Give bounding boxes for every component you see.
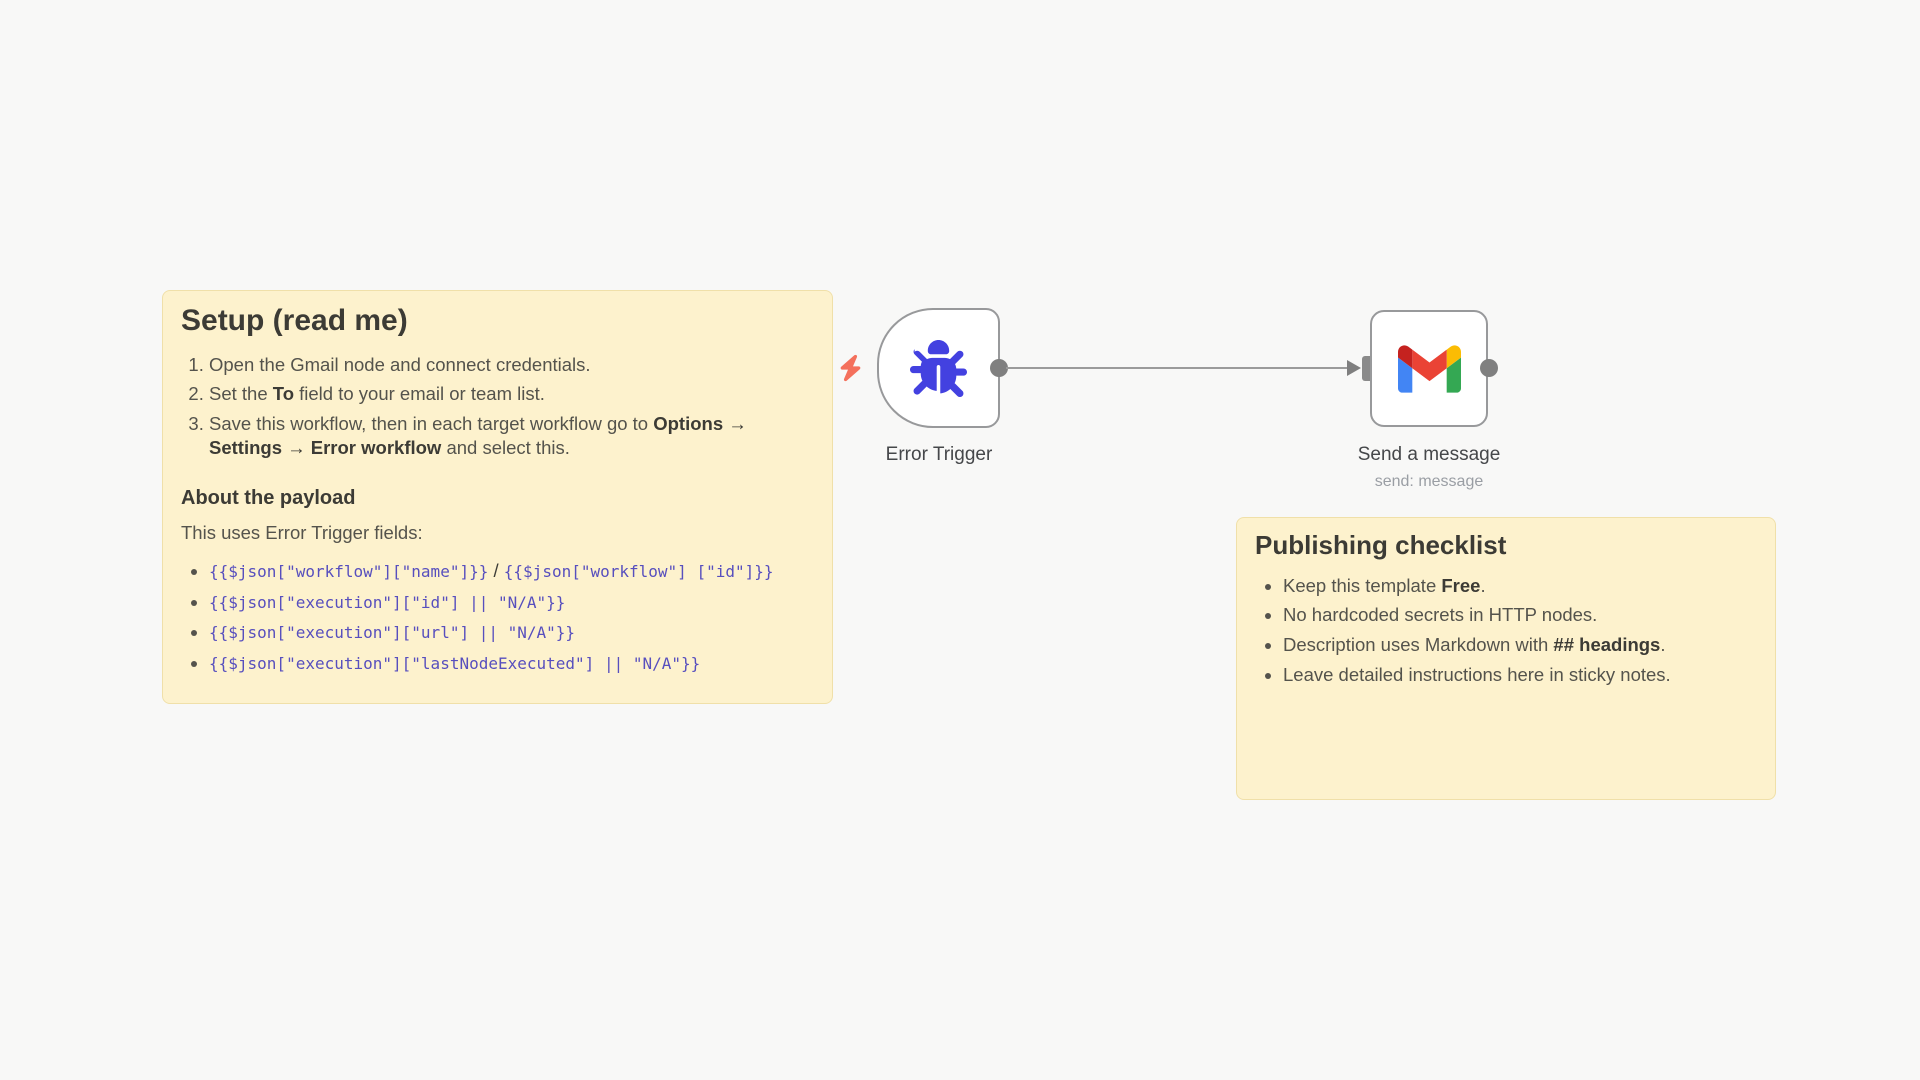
gmail-node-sublabel: send: message (1374, 473, 1484, 490)
payload-field-workflow: {{$json["workflow"]["name"]}} / {{$json[… (209, 558, 814, 585)
publishing-item-1: Keep this template Free. (1283, 574, 1757, 599)
error-trigger-output-connector[interactable] (990, 359, 1008, 377)
publishing-sticky-note[interactable]: Publishing checklist Keep this template … (1236, 517, 1776, 800)
publishing-item-4: Leave detailed instructions here in stic… (1283, 663, 1757, 688)
gmail-output-connector[interactable] (1480, 359, 1498, 377)
payload-intro: This uses Error Trigger fields: (181, 521, 423, 543)
connection-line[interactable] (1006, 367, 1350, 369)
payload-field-last-node: {{$json["execution"]["lastNodeExecuted"]… (209, 650, 814, 677)
bolt-icon-svg (840, 354, 861, 382)
publishing-item-3: Description uses Markdown with ## headin… (1283, 633, 1757, 658)
bug-icon (910, 339, 967, 397)
setup-sticky-note[interactable]: Setup (read me) Open the Gmail node and … (162, 290, 833, 704)
error-trigger-node[interactable] (877, 308, 1000, 428)
connection-arrow-icon (1347, 360, 1361, 376)
gmail-icon (1397, 344, 1461, 393)
setup-step-1: Open the Gmail node and connect credenti… (209, 353, 814, 378)
payload-field-execution-url: {{$json["execution"]["url"] || "N/A"}} (209, 619, 814, 646)
setup-note-title: Setup (read me) (181, 304, 408, 337)
gmail-node-label: Send a message (1357, 444, 1501, 465)
publishing-note-title: Publishing checklist (1255, 530, 1507, 560)
setup-step-2: Set the To field to your email or team l… (209, 382, 814, 407)
payload-heading: About the payload (181, 486, 356, 509)
setup-step-3: Save this workflow, then in each target … (209, 412, 814, 461)
payload-field-execution-id: {{$json["execution"]["id"] || "N/A"}} (209, 589, 814, 616)
gmail-node[interactable] (1370, 310, 1488, 427)
publishing-item-2: No hardcoded secrets in HTTP nodes. (1283, 603, 1757, 628)
bolt-icon (839, 354, 862, 382)
error-trigger-label: Error Trigger (885, 444, 993, 465)
publishing-checklist: Keep this template Free. No hardcoded se… (1255, 574, 1757, 687)
setup-steps-list: Open the Gmail node and connect credenti… (181, 353, 814, 461)
payload-fields-list: {{$json["workflow"]["name"]}} / {{$json[… (181, 558, 814, 677)
